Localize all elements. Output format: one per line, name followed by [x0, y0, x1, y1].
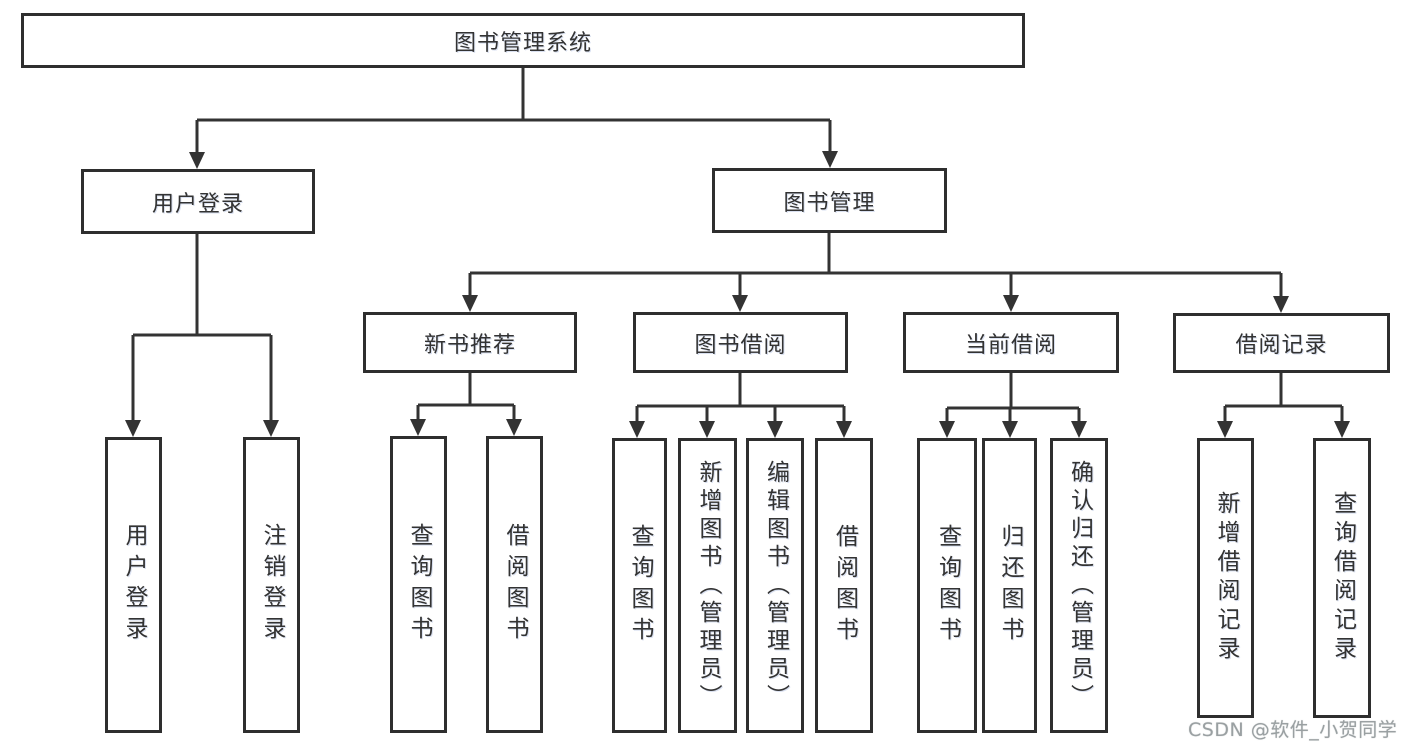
leaf-logout: 注销登录	[243, 437, 300, 733]
leaf-add-book-admin: 新增图书（管理员）	[678, 438, 737, 733]
watermark-text: CSDN @软件_小贺同学	[1188, 719, 1398, 741]
leaf-query-books-current: 查询图书	[917, 438, 977, 733]
leaf-confirm-return-admin: 确认归还（管理员）	[1050, 438, 1108, 733]
leaf-borrow-books: 借阅图书	[815, 438, 873, 733]
leaf-query-books-recommend: 查询图书	[390, 436, 447, 733]
arrowheads	[125, 151, 1350, 438]
leaf-edit-book-admin: 编辑图书（管理员）	[746, 438, 804, 733]
leaf-borrow-books-recommend: 借阅图书	[486, 436, 543, 733]
node-user-login: 用户登录	[81, 169, 315, 234]
leaf-return-book: 归还图书	[982, 438, 1037, 733]
leaf-query-borrow-record: 查询借阅记录	[1313, 438, 1371, 718]
node-current-borrowing: 当前借阅	[903, 312, 1119, 373]
node-system-root: 图书管理系统	[21, 13, 1025, 68]
node-borrow-records: 借阅记录	[1173, 313, 1390, 373]
leaf-query-books-borrow: 查询图书	[612, 438, 667, 733]
connector-paths	[131, 68, 1344, 422]
node-book-borrowing: 图书借阅	[633, 312, 848, 373]
leaf-user-login: 用户登录	[105, 437, 162, 733]
node-new-book-recommend: 新书推荐	[363, 312, 577, 373]
leaf-add-borrow-record: 新增借阅记录	[1197, 438, 1254, 718]
node-book-management: 图书管理	[712, 168, 947, 233]
